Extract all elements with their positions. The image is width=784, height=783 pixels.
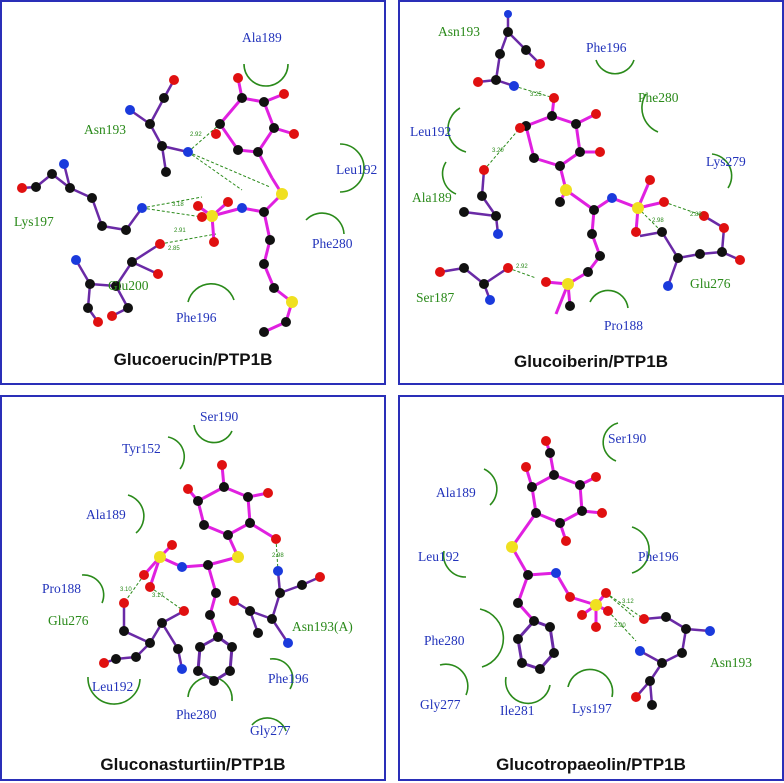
residue-label: Lys197 [14, 214, 54, 229]
panel-glucoiberin: 3.25 3.20 2.98 2.88 2.92 Asn193 Phe196 P… [398, 0, 784, 385]
residue-label: Ser187 [416, 290, 454, 305]
panel-glucotropaeolin: 3.12 2.90 Ser190 Ala189 Leu192 Phe196 Ph… [398, 395, 784, 781]
panel-caption: Glucoerucin/PTP1B [113, 350, 273, 369]
hbond-distance: 2.98 [652, 218, 664, 224]
residue-label: Asn193 [84, 122, 126, 137]
panel-gluconasturtiin: 2.98 3.10 3.17 Ser190 Tyr152 Ala189 Pro1… [0, 395, 386, 781]
hbond-distance: 3.25 [530, 92, 542, 98]
hydrophobic-arcs [439, 422, 650, 705]
residue-label: Ile281 [500, 703, 535, 718]
residue-label: Gly277 [250, 723, 291, 738]
residue-label: Tyr152 [122, 441, 161, 456]
residue-label: Phe196 [638, 549, 679, 564]
panel-caption: Glucotropaeolin/PTP1B [496, 755, 686, 774]
panel-caption: Gluconasturtiin/PTP1B [100, 755, 286, 774]
diagram-gluconasturtiin: 2.98 3.10 3.17 Ser190 Tyr152 Ala189 Pro1… [42, 409, 353, 738]
hydrophobic-arcs [441, 59, 733, 309]
residue-label: Phe280 [638, 90, 679, 105]
hbond-distance: 2.85 [168, 246, 180, 252]
hydrophobic-arcs [187, 63, 365, 303]
atoms [99, 460, 325, 686]
residue-label: Gly277 [420, 697, 461, 712]
residue-label: Ser190 [608, 431, 646, 446]
residue-label: Leu192 [336, 162, 377, 177]
residue-label: Ala189 [412, 190, 452, 205]
atoms [435, 10, 745, 311]
residue-label: Asn193 [438, 24, 480, 39]
residue-label: Asn193 [710, 655, 752, 670]
hbond-distance: 2.91 [174, 228, 186, 234]
residue-label: Glu276 [690, 276, 731, 291]
residue-label: Phe280 [176, 707, 217, 722]
residue-label: Lys279 [706, 154, 746, 169]
residue-label: Leu192 [92, 679, 133, 694]
hbond-distance: 2.92 [516, 264, 528, 270]
hydrophobic-arcs [81, 424, 294, 732]
hbond-distance: 2.88 [690, 212, 702, 218]
residue-label: Asn193(A) [292, 619, 353, 634]
hbond-distance: 2.92 [190, 132, 202, 138]
residue-label: Glu200 [108, 278, 149, 293]
atoms [506, 436, 715, 710]
hbond-distance: 3.12 [622, 599, 634, 605]
hbond-distance: 3.20 [492, 148, 504, 154]
panel-glucoerucin: 2.92 3.18 2.91 2.85 Ala189 Asn193 Leu192… [0, 0, 386, 385]
residue-label: Ala189 [436, 485, 476, 500]
hbonds [141, 123, 271, 245]
residue-label: Ser190 [200, 409, 238, 424]
residue-label: Phe196 [176, 310, 217, 325]
hbond-distance: 3.10 [120, 587, 132, 593]
protein-bonds [439, 14, 741, 301]
protein-bonds [635, 615, 711, 706]
residue-label: Phe196 [268, 671, 309, 686]
diagram-glucoerucin: 2.92 3.18 2.91 2.85 Ala189 Asn193 Leu192… [14, 30, 377, 337]
residue-label: Pro188 [604, 318, 643, 333]
diagram-glucoiberin: 3.25 3.20 2.98 2.88 2.92 Asn193 Phe196 P… [410, 10, 746, 333]
residue-label: Phe280 [424, 633, 465, 648]
residue-label: Lys197 [572, 701, 612, 716]
diagram-glucotropaeolin: 3.12 2.90 Ser190 Ala189 Leu192 Phe196 Ph… [418, 422, 752, 718]
residue-label: Phe280 [312, 236, 353, 251]
residue-label: Ala189 [86, 507, 126, 522]
panel-caption: Glucoiberin/PTP1B [514, 352, 668, 371]
residue-label: Ala189 [242, 30, 282, 45]
hbond-distance: 3.17 [152, 593, 164, 599]
hbonds [123, 538, 279, 612]
hbond-distance: 3.18 [172, 202, 184, 208]
hbond-distance: 2.98 [272, 553, 284, 559]
residue-label: Phe196 [586, 40, 627, 55]
hbonds [605, 592, 645, 642]
residue-label: Pro188 [42, 581, 81, 596]
protein-bonds [21, 79, 189, 323]
residue-label: Leu192 [410, 124, 451, 139]
atoms [17, 73, 299, 337]
residue-label: Leu192 [418, 549, 459, 564]
ligand-bonds [142, 464, 277, 683]
residue-label: Glu276 [48, 613, 89, 628]
hbond-distance: 2.90 [614, 623, 626, 629]
